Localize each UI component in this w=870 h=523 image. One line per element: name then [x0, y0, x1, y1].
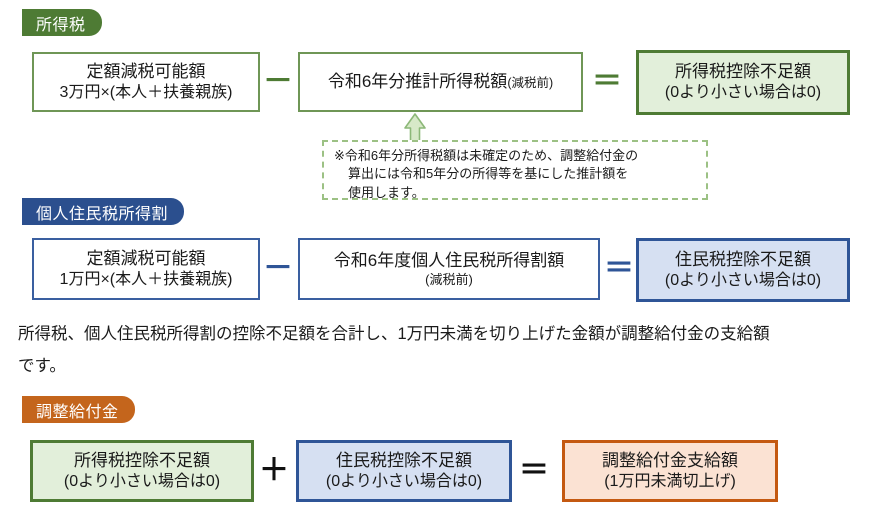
box-resident-tax-deduction-limit: 定額減税可能額 1万円×(本人＋扶養親族) [32, 238, 260, 300]
box-total-income-tax-shortfall: 所得税控除不足額 (0より小さい場合は0) [30, 440, 254, 502]
summary-paragraph-line-2: です。 [18, 357, 66, 376]
section-tab-resident-tax: 個人住民税所得割 [22, 198, 185, 225]
box-income-tax-shortfall: 所得税控除不足額 (0より小さい場合は0) [636, 50, 850, 115]
box-income-tax-estimated-amount: 令和6年分推計所得税額(減税前) [298, 52, 583, 112]
box-resident-tax-income-levy: 令和6年度個人住民税所得割額 (減税前) [298, 238, 600, 300]
box-income-tax-estimated-amount-main: 令和6年分推計所得税額 [327, 72, 508, 92]
note-estimated-amount: ※令和6年分所得税額は未確定のため、調整給付金の 算出には令和5年分の所得等を基… [322, 140, 708, 200]
box-income-tax-shortfall-line1: 所得税控除不足額 [675, 62, 811, 82]
box-total-resident-tax-shortfall-line2: (0より小さい場合は0) [325, 472, 483, 490]
note-line-2: 算出には令和5年分の所得等を基にした推計額を [348, 166, 629, 182]
box-income-tax-shortfall-line2: (0より小さい場合は0) [664, 84, 822, 102]
box-total-income-tax-shortfall-line2: (0より小さい場合は0) [63, 472, 221, 490]
section-tab-income-tax: 所得税 [22, 9, 102, 36]
box-total-income-tax-shortfall-line1: 所得税控除不足額 [74, 450, 210, 470]
box-income-tax-deduction-limit-line1: 定額減税可能額 [86, 61, 206, 81]
box-adjustment-payment-total: 調整給付金支給額 (1万円未満切上げ) [562, 440, 778, 502]
section-tab-adjustment-payment: 調整給付金 [22, 396, 135, 423]
summary-paragraph-line-1: 所得税、個人住民税所得割の控除不足額を合計し、1万円未満を切り上げた金額が調整給… [18, 325, 770, 343]
box-resident-tax-shortfall-line1: 住民税控除不足額 [675, 249, 811, 269]
box-resident-tax-deduction-limit-line1: 定額減税可能額 [86, 248, 206, 268]
box-total-resident-tax-shortfall: 住民税控除不足額 (0より小さい場合は0) [296, 440, 512, 502]
operator-plus-adjustment: ＋ [259, 454, 289, 487]
operator-minus-resident-tax: － [263, 252, 293, 285]
operator-minus-income-tax: － [263, 65, 293, 98]
operator-equals-income-tax: ＝ [592, 65, 622, 98]
box-income-tax-estimated-amount-note: (減税前) [507, 76, 554, 91]
note-line-1: ※令和6年分所得税額は未確定のため、調整給付金の [334, 148, 639, 163]
box-total-resident-tax-shortfall-line1: 住民税控除不足額 [336, 450, 472, 470]
box-resident-tax-income-levy-line1: 令和6年度個人住民税所得割額 [333, 250, 565, 270]
box-income-tax-estimated-amount-text: 令和6年分推計所得税額(減税前) [328, 71, 553, 93]
box-resident-tax-shortfall-line2: (0より小さい場合は0) [664, 271, 822, 289]
summary-paragraph: 所得税、個人住民税所得割の控除不足額を合計し、1万円未満を切り上げた金額が調整給… [18, 318, 858, 382]
box-income-tax-deduction-limit-line2: 3万円×(本人＋扶養親族) [59, 83, 233, 101]
box-resident-tax-deduction-limit-line2: 1万円×(本人＋扶養親族) [59, 270, 233, 288]
box-resident-tax-shortfall: 住民税控除不足額 (0より小さい場合は0) [636, 238, 850, 302]
operator-equals-adjustment: ＝ [519, 454, 549, 487]
operator-equals-resident-tax: ＝ [604, 252, 634, 285]
box-adjustment-payment-total-line1: 調整給付金支給額 [602, 450, 738, 470]
box-resident-tax-income-levy-line2: (減税前) [425, 271, 473, 287]
note-line-3: 使用します。 [348, 184, 425, 200]
box-income-tax-deduction-limit: 定額減税可能額 3万円×(本人＋扶養親族) [32, 52, 260, 112]
box-adjustment-payment-total-line2: (1万円未満切上げ) [604, 472, 736, 490]
